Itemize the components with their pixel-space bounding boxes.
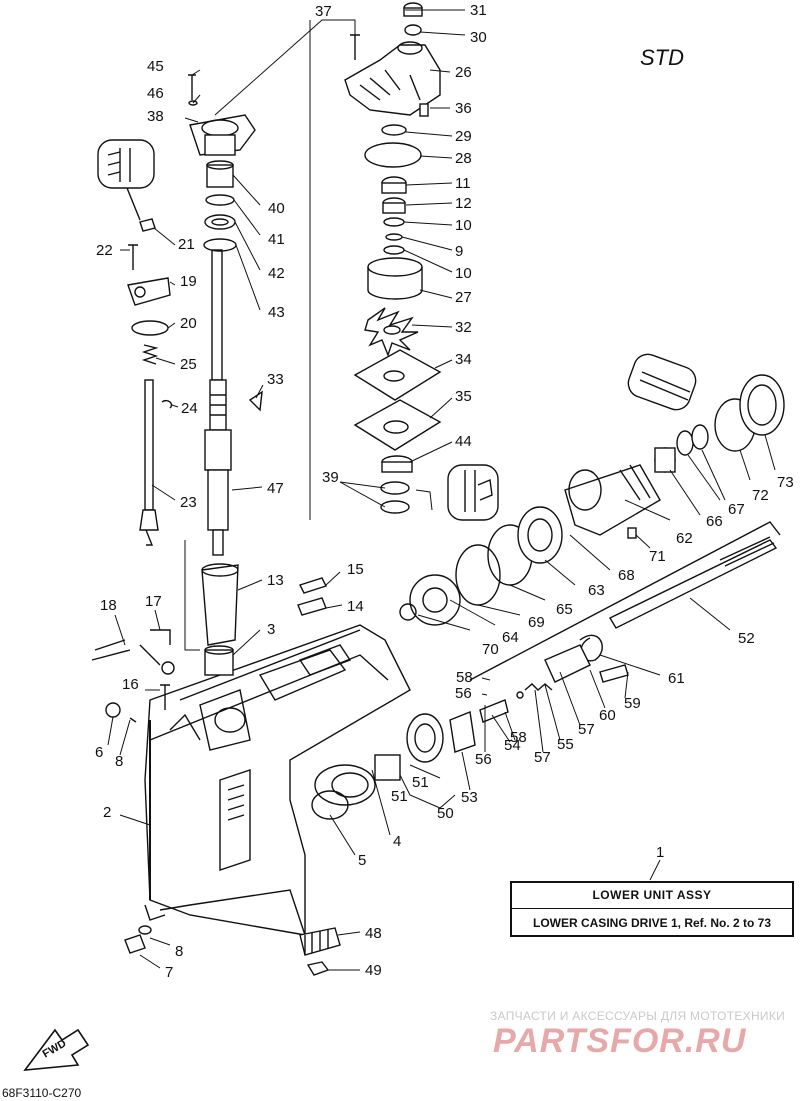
callout-65[interactable]: 65 bbox=[556, 601, 573, 618]
callout-8b[interactable]: 8 bbox=[175, 943, 184, 960]
callout-52[interactable]: 52 bbox=[738, 630, 755, 647]
callout-28[interactable]: 28 bbox=[455, 150, 472, 167]
callout-7[interactable]: 7 bbox=[165, 964, 174, 981]
callout-5[interactable]: 5 bbox=[358, 852, 367, 869]
callout-24[interactable]: 24 bbox=[181, 400, 198, 417]
callout-23[interactable]: 23 bbox=[180, 494, 197, 511]
callout-32[interactable]: 32 bbox=[455, 319, 472, 336]
assy-title: LOWER UNIT ASSY bbox=[592, 888, 712, 902]
callout-61[interactable]: 61 bbox=[668, 670, 685, 687]
callout-31[interactable]: 31 bbox=[470, 2, 487, 19]
callout-35[interactable]: 35 bbox=[455, 388, 472, 405]
callout-8a[interactable]: 8 bbox=[115, 753, 124, 770]
callout-17[interactable]: 17 bbox=[145, 593, 162, 610]
callout-46[interactable]: 46 bbox=[147, 85, 164, 102]
callout-41[interactable]: 41 bbox=[268, 231, 285, 248]
callout-13[interactable]: 13 bbox=[267, 572, 284, 589]
callout-59[interactable]: 59 bbox=[624, 695, 641, 712]
callout-36[interactable]: 36 bbox=[455, 100, 472, 117]
callout-9[interactable]: 9 bbox=[455, 243, 464, 260]
callout-34[interactable]: 34 bbox=[455, 351, 472, 368]
diagram-id-label: STD bbox=[640, 45, 684, 70]
callout-62[interactable]: 62 bbox=[676, 530, 693, 547]
callout-58a[interactable]: 58 bbox=[456, 669, 473, 686]
callout-4[interactable]: 4 bbox=[393, 833, 402, 850]
callout-58b[interactable]: 58 bbox=[510, 729, 527, 746]
callout-39[interactable]: 39 bbox=[322, 469, 339, 486]
callout-71[interactable]: 71 bbox=[649, 548, 666, 565]
callout-14[interactable]: 14 bbox=[347, 598, 364, 615]
callout-40[interactable]: 40 bbox=[268, 200, 285, 217]
callout-11[interactable]: 11 bbox=[455, 175, 471, 192]
watermark-tagline: ЗАПЧАСТИ И АКСЕССУАРЫ ДЛЯ МОТОТЕХНИКИ bbox=[490, 1009, 786, 1023]
callout-25[interactable]: 25 bbox=[180, 356, 197, 373]
callout-55[interactable]: 55 bbox=[557, 736, 574, 753]
callout-48[interactable]: 48 bbox=[365, 925, 382, 942]
callout-33[interactable]: 33 bbox=[267, 371, 284, 388]
watermark-logo: PARTSFOR.RU bbox=[493, 1022, 747, 1060]
callout-26[interactable]: 26 bbox=[455, 64, 472, 81]
callout-63[interactable]: 63 bbox=[588, 582, 605, 599]
shift-rod-group bbox=[91, 139, 697, 954]
assy-subtitle: LOWER CASING DRIVE 1, Ref. No. 2 to 73 bbox=[532, 916, 772, 930]
callout-64[interactable]: 64 bbox=[502, 629, 519, 646]
callout-6[interactable]: 6 bbox=[95, 744, 104, 761]
lower-unit-assy-box[interactable]: LOWER UNIT ASSY LOWER CASING DRIVE 1, Re… bbox=[510, 881, 794, 937]
callout-10b[interactable]: 10 bbox=[455, 265, 472, 282]
callout-1[interactable]: 1 bbox=[656, 844, 665, 861]
callout-53[interactable]: 53 bbox=[461, 789, 478, 806]
callout-37[interactable]: 37 bbox=[315, 3, 332, 20]
callout-51a[interactable]: 51 bbox=[412, 774, 429, 791]
callout-57a[interactable]: 57 bbox=[578, 721, 595, 738]
callout-68[interactable]: 68 bbox=[618, 567, 635, 584]
callout-60[interactable]: 60 bbox=[599, 707, 616, 724]
drive-shaft-group bbox=[188, 34, 360, 976]
callout-42[interactable]: 42 bbox=[268, 265, 285, 282]
callout-54[interactable]: 54 bbox=[504, 737, 521, 754]
callout-15[interactable]: 15 bbox=[347, 561, 364, 578]
callout-72[interactable]: 72 bbox=[752, 487, 769, 504]
callout-69[interactable]: 69 bbox=[528, 614, 545, 631]
callout-22[interactable]: 22 bbox=[96, 242, 113, 259]
lower-casing bbox=[144, 624, 411, 936]
callout-56b[interactable]: 56 bbox=[475, 751, 492, 768]
callout-10a[interactable]: 10 bbox=[455, 217, 472, 234]
callout-12[interactable]: 12 bbox=[455, 195, 472, 212]
drawing-code: 68F3110-C270 bbox=[2, 1086, 82, 1100]
callout-44[interactable]: 44 bbox=[455, 433, 472, 450]
callout-16[interactable]: 16 bbox=[122, 676, 139, 693]
callout-49[interactable]: 49 bbox=[365, 962, 382, 979]
fwd-arrow-icon bbox=[23, 1028, 90, 1071]
callout-47[interactable]: 47 bbox=[267, 480, 284, 497]
callout-50[interactable]: 50 bbox=[437, 805, 454, 822]
callout-56a[interactable]: 56 bbox=[455, 685, 472, 702]
callout-73[interactable]: 73 bbox=[777, 474, 794, 491]
callout-57b[interactable]: 57 bbox=[534, 749, 551, 766]
callout-70[interactable]: 70 bbox=[482, 641, 499, 658]
callout-30[interactable]: 30 bbox=[470, 29, 487, 46]
callout-3[interactable]: 3 bbox=[267, 621, 276, 638]
callout-43[interactable]: 43 bbox=[268, 304, 285, 321]
leader-lines bbox=[107, 9, 776, 971]
callout-38[interactable]: 38 bbox=[147, 108, 164, 125]
box-divider bbox=[512, 908, 792, 909]
callout-21[interactable]: 21 bbox=[178, 236, 195, 253]
callout-20[interactable]: 20 bbox=[180, 315, 197, 332]
callout-29[interactable]: 29 bbox=[455, 128, 472, 145]
callout-19[interactable]: 19 bbox=[180, 273, 197, 290]
propeller-shaft-group bbox=[311, 374, 785, 820]
callout-2[interactable]: 2 bbox=[103, 804, 112, 821]
callout-67[interactable]: 67 bbox=[728, 501, 745, 518]
callout-27[interactable]: 27 bbox=[455, 289, 472, 306]
callout-51b[interactable]: 51 bbox=[391, 788, 408, 805]
callout-45[interactable]: 45 bbox=[147, 58, 164, 75]
water-pump-stack bbox=[297, 2, 442, 616]
callout-66[interactable]: 66 bbox=[706, 513, 723, 530]
callout-18[interactable]: 18 bbox=[100, 597, 117, 614]
